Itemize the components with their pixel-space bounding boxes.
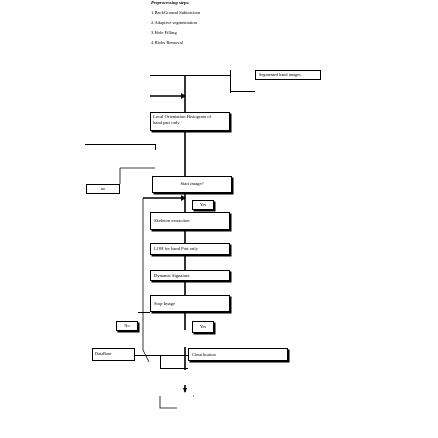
preprocessing-frame-right xyxy=(230,70,231,93)
segmented-hand-images-label: Segmented hand images xyxy=(259,72,301,77)
dynamic-signature-label: Dynamic Signature xyxy=(154,273,190,278)
classification-label: Classification xyxy=(192,352,216,357)
database-label: DataBase xyxy=(95,351,112,356)
connector-database-bracket xyxy=(159,396,177,409)
yes-box-2: Yes xyxy=(192,321,214,333)
preprocessing-step: 4.Blobs Removal xyxy=(151,39,183,45)
preprocessing-title: Preprocessing steps: xyxy=(151,0,190,5)
dynamic-signature-box: Dynamic Signature xyxy=(150,270,230,281)
no-label-2: No xyxy=(124,323,130,328)
no-box-2: No xyxy=(116,321,138,331)
loh-label: LOH for hand Part only xyxy=(154,246,198,251)
no-box-left: no xyxy=(86,184,120,194)
preprocessing-step: 3.Hole Filling xyxy=(151,29,177,35)
segmented-frame xyxy=(230,91,255,92)
preprocessing-step: 2.Adaptive segmentation xyxy=(151,19,197,25)
preprocessing-frame xyxy=(150,75,230,76)
local-orientation-box: Local Orientation Histogram of hand part… xyxy=(150,112,230,131)
connector-db-class xyxy=(135,355,188,356)
connector-loop-outer-right xyxy=(155,144,156,150)
yes-label-2: Yes xyxy=(199,324,207,329)
preprocessing-step: 1.BackGround Subtraction xyxy=(151,9,201,15)
stop-image-label: Stop Image xyxy=(154,301,176,306)
stop-image-box: Stop Image xyxy=(150,295,230,312)
start-image-box: Start image? xyxy=(152,176,232,193)
local-orientation-line1: Local Orientation Histogram of xyxy=(153,114,212,119)
connector-loop-left-outer xyxy=(142,349,150,363)
connector-db-bracket-down xyxy=(160,355,161,369)
connector-db-bracket-bottom xyxy=(160,368,188,369)
arrowhead xyxy=(181,195,186,201)
arrowhead xyxy=(181,93,186,99)
connector-stop-left xyxy=(138,312,150,313)
start-image-label: Start image? xyxy=(180,181,204,186)
database-box: DataBase xyxy=(92,348,135,361)
no-label-left: no xyxy=(100,186,106,191)
classification-box: Classification xyxy=(188,348,288,361)
loh-box: LOH for hand Part only xyxy=(150,243,230,255)
connector-loop-outer-frame xyxy=(85,144,155,145)
arrowhead xyxy=(183,388,187,393)
yes-label-1: Yes xyxy=(199,202,207,207)
segmented-hand-images-box: Segmented hand images xyxy=(255,70,321,80)
skeleton-extraction-box: Skeleton extraction xyxy=(150,212,230,230)
local-orientation-line2: hand part only xyxy=(153,119,180,125)
yes-box-1: Yes xyxy=(192,200,214,210)
skeleton-extraction-label: Skeleton extraction xyxy=(154,218,190,223)
preprocessing-box: Preprocessing steps: 1.BackGround Subtra… xyxy=(150,0,228,75)
